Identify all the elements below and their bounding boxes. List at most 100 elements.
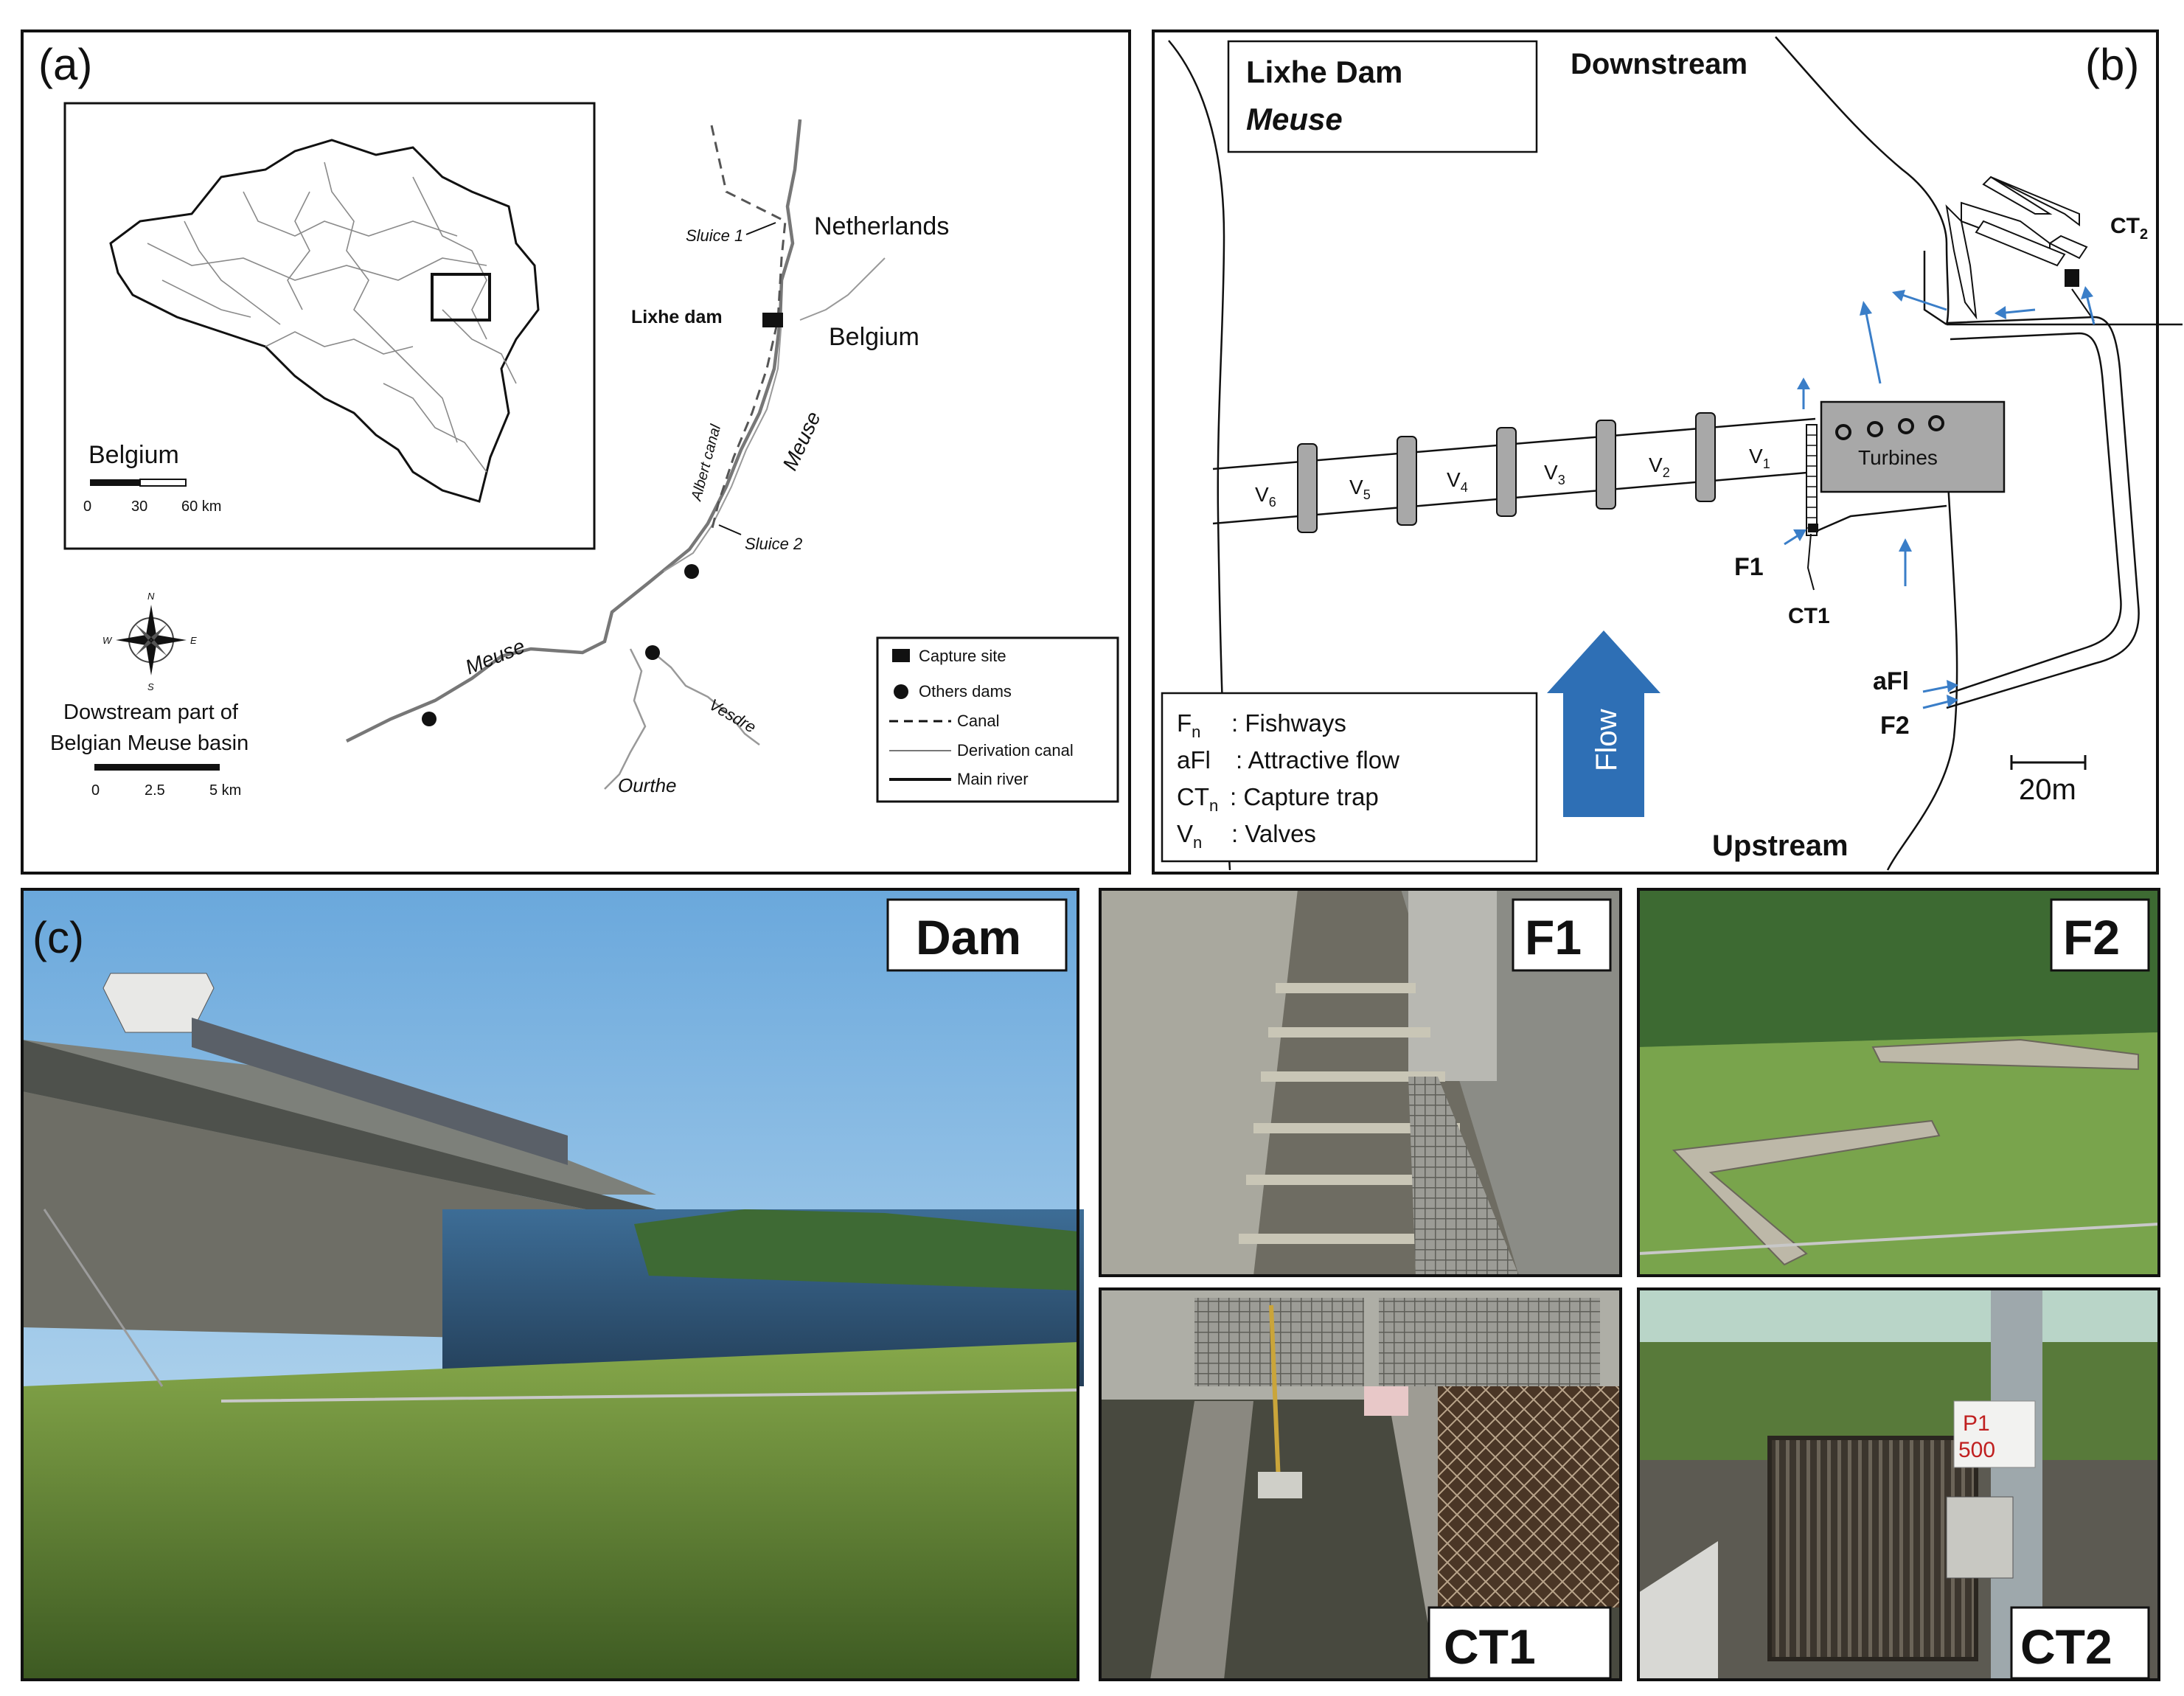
ct1-grating-2 (1379, 1298, 1600, 1386)
legend-capture-site: Capture site (919, 647, 1006, 665)
compass-e: E (190, 635, 197, 646)
ct1-label: CT1 (1788, 604, 1830, 628)
lamp-post (43, 1209, 164, 1387)
turbine-3-icon (1898, 418, 1914, 434)
turbines-label: Turbines (1858, 446, 1938, 469)
valve-pier-3 (1596, 420, 1616, 510)
turbine-4-icon (1928, 415, 1944, 431)
valve-pier-2 (1695, 412, 1716, 502)
f2-lawn (1638, 1032, 2159, 1276)
afl-label: aFl (1873, 667, 1909, 695)
belgium-outline (109, 139, 540, 503)
fishway-f2-channel-outer (1946, 316, 2140, 709)
panel-a: (a) Belgium 0 30 60 km (21, 29, 1131, 875)
inset-scale-30: 30 (131, 498, 147, 515)
ct1-photo-label: CT1 (1444, 1619, 1536, 1674)
basin-scale-2-5: 2.5 (145, 782, 165, 799)
flow-arrow-4 (2005, 308, 2036, 314)
ct1-grating (1194, 1298, 1364, 1386)
inset-frame (63, 102, 596, 550)
ct1-mesh-net (1438, 1386, 1621, 1608)
title-box (1227, 40, 1538, 153)
valve-label-1: V1 (1749, 445, 1770, 471)
ct1-trap-basket (1258, 1472, 1302, 1498)
right-bank-upper (1775, 36, 1950, 325)
abbrev-capture-trap: CTn: Capture trap (1177, 783, 1379, 815)
flow-arrow-2 (1864, 309, 1882, 384)
ct2-trap-marker (2065, 269, 2079, 287)
basin-scale-5: 5 km (209, 782, 241, 799)
inset-scale-bar-white (139, 479, 187, 487)
foreground-grass (22, 1342, 1078, 1680)
f1-label-box (1512, 898, 1612, 972)
scale-bar-20m (2010, 755, 2087, 770)
abbrev-valves: Vn: Valves (1177, 820, 1316, 852)
basin-scale-bar-1 (94, 764, 158, 771)
ct1-sign (1364, 1386, 1408, 1416)
attraction-flow-arrows (1784, 286, 2096, 709)
fishway-f1-ladder (1806, 424, 1818, 536)
netherlands-label: Netherlands (814, 212, 949, 240)
ct2-pointer (2071, 288, 2095, 322)
belgium-label: Belgium (829, 323, 919, 351)
ourthe-river (604, 648, 647, 790)
legend-other-dams: Others dams (919, 682, 1012, 701)
basin-scale-bar-2 (158, 764, 220, 771)
f2-label: F2 (1880, 712, 1910, 740)
inset-scale-0: 0 (83, 498, 91, 515)
photo-ct1: CT1 (1100, 1289, 1621, 1680)
map-legend: Capture site Others dams Canal Derivatio… (876, 636, 1119, 803)
f2-channel-lower (1672, 1119, 1941, 1266)
river-title: Meuse (1246, 102, 1343, 136)
photo-frames (21, 888, 2160, 1681)
lixhe-dam-marker (762, 313, 783, 327)
fishway-f2-structure (1945, 175, 2088, 320)
ourthe-label: Ourthe (618, 774, 677, 796)
river-network (345, 119, 886, 790)
ct2-electric-box (1946, 1496, 2014, 1579)
photo-ct2: P1 500 CT2 (1638, 1289, 2159, 1680)
compass-rose-icon: N S E W (102, 591, 197, 692)
albert-canal (710, 125, 787, 532)
inset-country-label: Belgium (88, 441, 179, 469)
turbines-block (1820, 400, 2006, 493)
geul-tributary (799, 257, 886, 321)
footbridge-rail (220, 1389, 1079, 1403)
dam-marker-3 (422, 712, 437, 726)
flow-label: Flow (1590, 709, 1623, 771)
legend-canal: Canal (957, 712, 999, 730)
f1-pillar (1408, 889, 1497, 1081)
ct2-sign-line2: 500 (1958, 1438, 1995, 1462)
compass-s: S (147, 681, 154, 692)
valve-label-2: V2 (1649, 453, 1670, 480)
inset-scale-60: 60 km (181, 498, 221, 515)
downstream-label: Downstream (1571, 48, 1747, 80)
legend-main-river: Main river (957, 770, 1029, 788)
fishway-f2-channel-inner (1949, 332, 2122, 695)
f2-railing (1638, 1223, 2160, 1255)
dam-label-box (886, 898, 1068, 972)
scale-label: 20m (2019, 774, 2076, 806)
sluice2-label: Sluice 2 (745, 535, 802, 553)
f1-label: F1 (1734, 553, 1764, 581)
fishway-exit (1923, 251, 1947, 326)
study-area-box (431, 273, 491, 322)
main-flow-arrow-icon (1547, 630, 1660, 817)
meuse-main-river (345, 119, 802, 743)
basin-scale-0: 0 (91, 782, 100, 799)
valve-label-5: V5 (1349, 476, 1371, 502)
turbine-outlet-wall (1816, 504, 1947, 532)
legend-frame (876, 636, 1119, 803)
bridge-deck-edge (22, 1040, 656, 1224)
f2-photo-label: F2 (2063, 910, 2120, 965)
ct2-railing-left (1638, 1541, 1718, 1680)
sluice1-label: Sluice 1 (686, 226, 743, 245)
valve-pier-4 (1496, 427, 1517, 517)
far-trees (634, 1209, 1078, 1290)
ct1-pointer (1806, 533, 1815, 591)
inset-scale-bar-black (90, 479, 140, 486)
sluice1-pointer (745, 222, 776, 235)
ct1-label-box (1427, 1606, 1612, 1680)
compass-w: W (102, 635, 113, 646)
valves: V6 V5 V4 V3 V2 V1 (1255, 412, 1770, 533)
